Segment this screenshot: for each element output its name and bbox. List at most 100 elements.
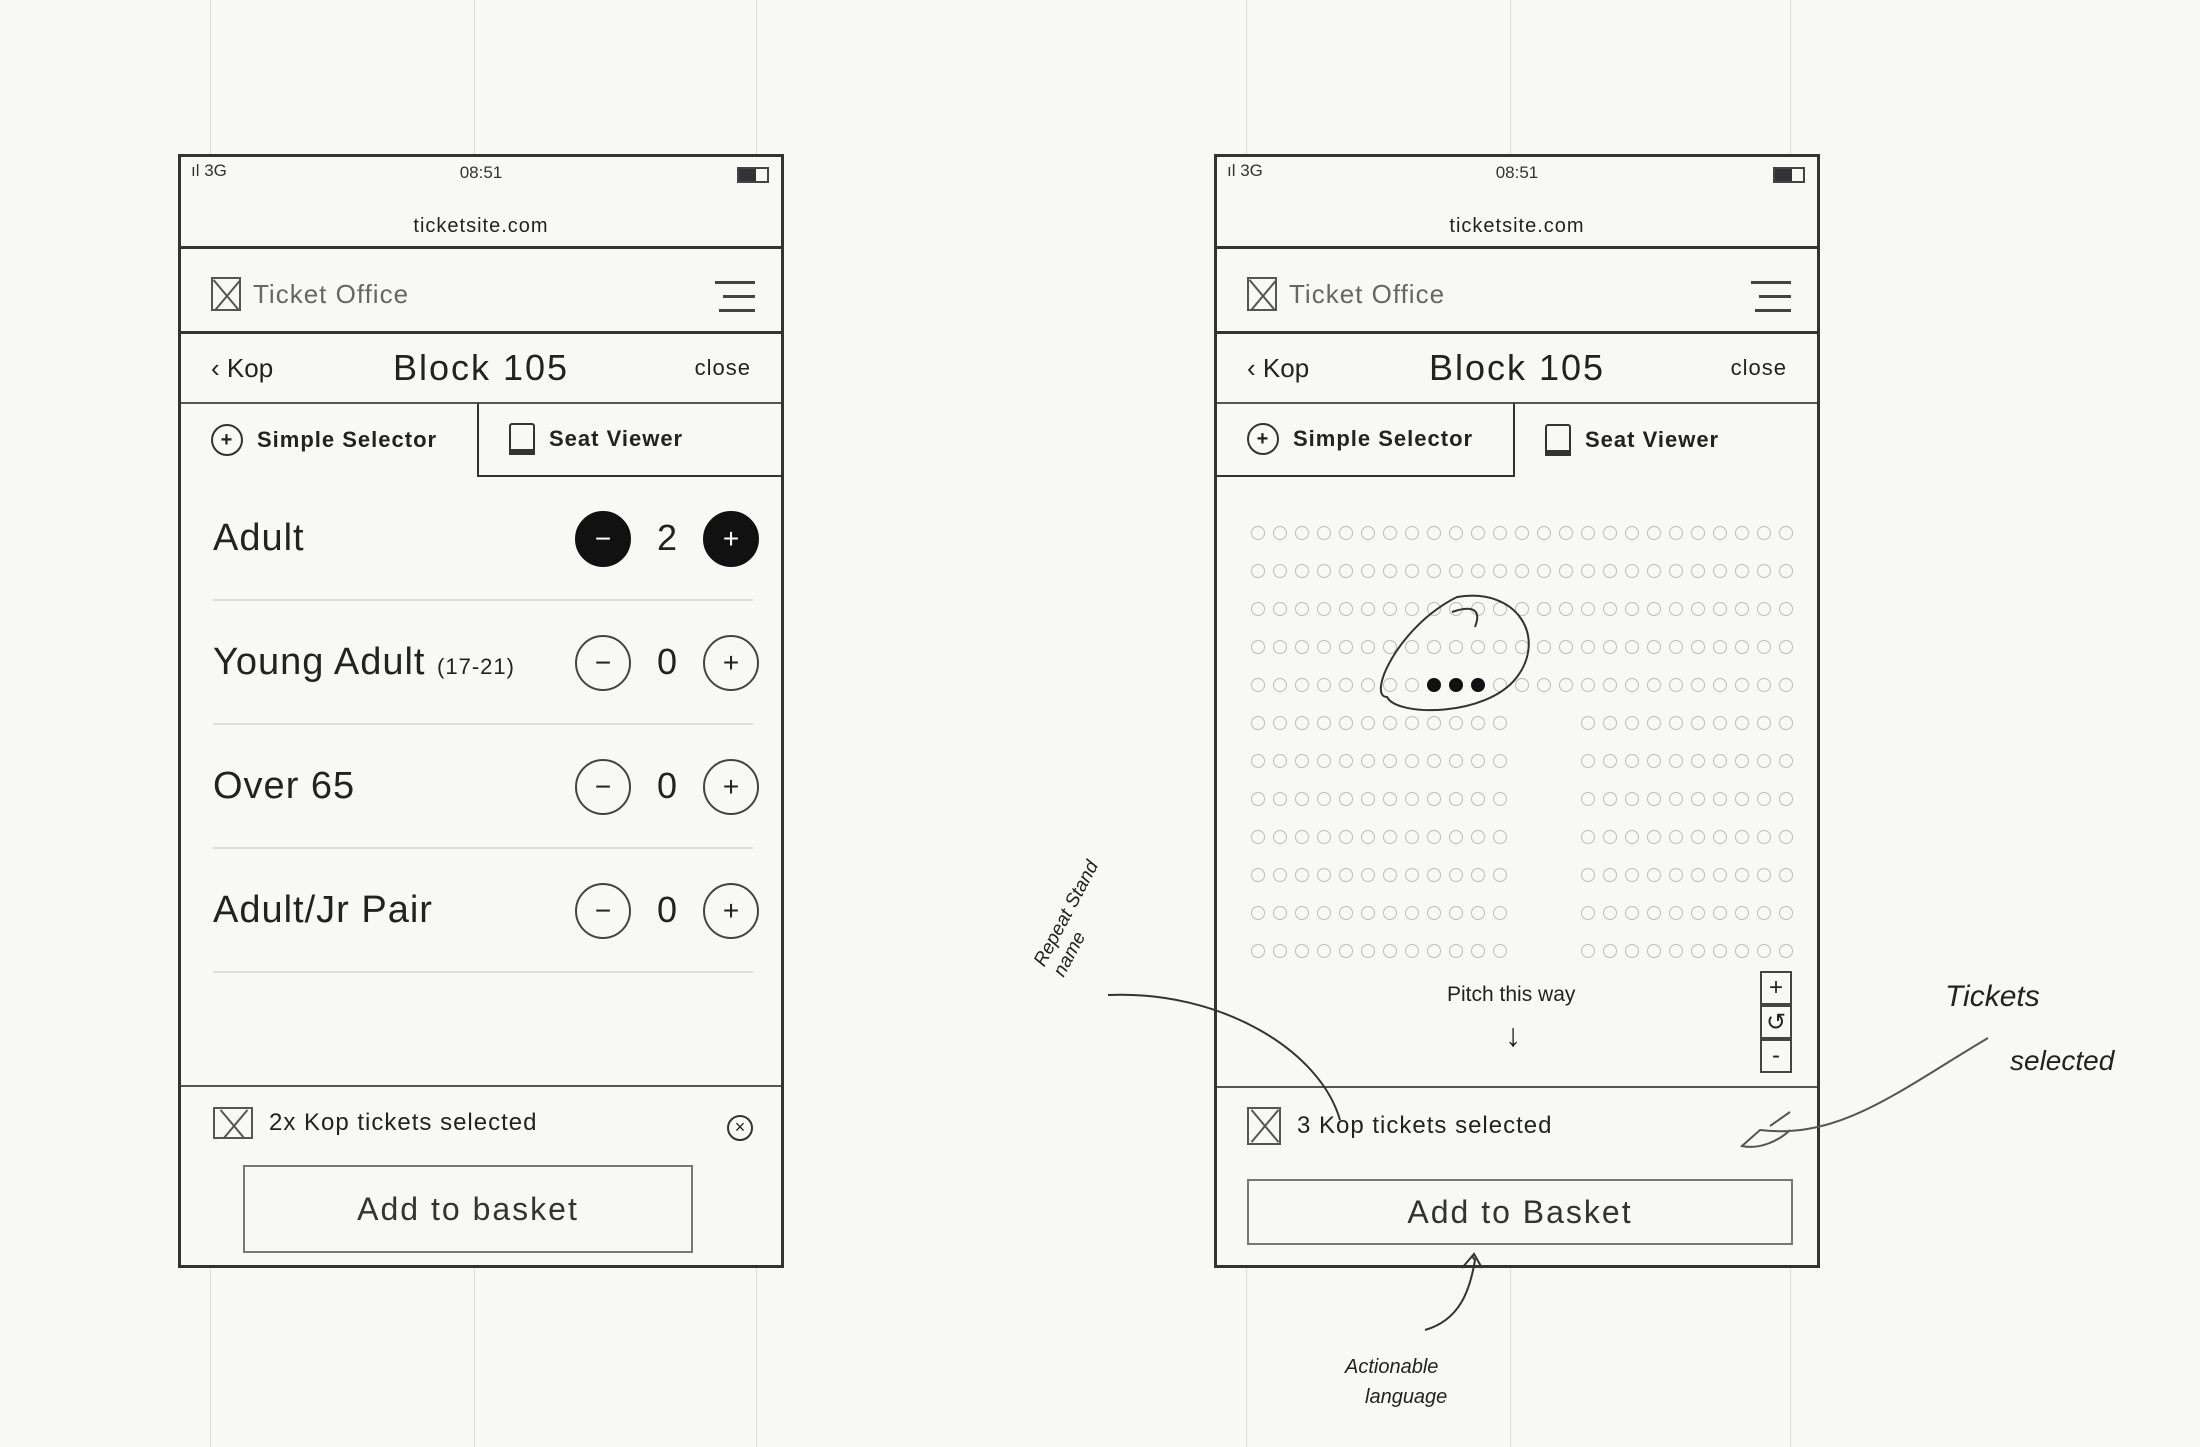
seat[interactable] <box>1669 792 1683 806</box>
seat[interactable] <box>1537 640 1551 654</box>
seat[interactable] <box>1295 564 1309 578</box>
seat[interactable] <box>1295 716 1309 730</box>
seat[interactable] <box>1779 602 1793 616</box>
tab-seat-viewer[interactable]: Seat Viewer <box>1513 403 1817 477</box>
seat[interactable] <box>1471 754 1485 768</box>
seat[interactable] <box>1251 754 1265 768</box>
seat[interactable] <box>1427 716 1441 730</box>
seat[interactable] <box>1427 564 1441 578</box>
seat[interactable] <box>1405 526 1419 540</box>
seat[interactable] <box>1647 716 1661 730</box>
seat[interactable] <box>1449 716 1463 730</box>
seat[interactable] <box>1251 868 1265 882</box>
seat[interactable] <box>1625 640 1639 654</box>
seat[interactable] <box>1493 716 1507 730</box>
seat[interactable] <box>1449 830 1463 844</box>
seat[interactable] <box>1273 906 1287 920</box>
seat[interactable] <box>1559 564 1573 578</box>
seat[interactable] <box>1647 526 1661 540</box>
seat[interactable] <box>1691 602 1705 616</box>
seat[interactable] <box>1581 792 1595 806</box>
seat[interactable] <box>1625 716 1639 730</box>
seat[interactable] <box>1383 716 1397 730</box>
increment-button[interactable]: + <box>703 883 759 939</box>
back-button[interactable]: ‹ Kop <box>211 353 274 383</box>
seat[interactable] <box>1449 564 1463 578</box>
tab-simple-selector[interactable]: +Simple Selector <box>1217 403 1513 477</box>
seat[interactable] <box>1713 944 1727 958</box>
seat[interactable] <box>1317 830 1331 844</box>
seat[interactable] <box>1295 868 1309 882</box>
seat[interactable] <box>1317 716 1331 730</box>
seat[interactable] <box>1713 792 1727 806</box>
seat[interactable] <box>1383 678 1397 692</box>
seat[interactable] <box>1647 868 1661 882</box>
seat[interactable] <box>1581 602 1595 616</box>
seat[interactable] <box>1713 716 1727 730</box>
seat[interactable] <box>1779 830 1793 844</box>
seat[interactable] <box>1669 944 1683 958</box>
seat[interactable] <box>1449 906 1463 920</box>
seat[interactable] <box>1647 754 1661 768</box>
seat[interactable] <box>1317 944 1331 958</box>
seat[interactable] <box>1427 640 1441 654</box>
seat[interactable] <box>1295 678 1309 692</box>
seat[interactable] <box>1691 830 1705 844</box>
seat[interactable] <box>1273 602 1287 616</box>
seat[interactable] <box>1779 640 1793 654</box>
seat[interactable] <box>1735 678 1749 692</box>
seat[interactable] <box>1779 944 1793 958</box>
seat[interactable] <box>1295 906 1309 920</box>
seat[interactable] <box>1361 868 1375 882</box>
seat[interactable] <box>1625 792 1639 806</box>
seat[interactable] <box>1515 526 1529 540</box>
seat[interactable] <box>1713 868 1727 882</box>
brand-logo[interactable]: Ticket Office <box>211 277 409 311</box>
seat[interactable] <box>1361 716 1375 730</box>
close-circle-icon[interactable]: × <box>727 1115 753 1141</box>
seat[interactable] <box>1735 906 1749 920</box>
seat[interactable] <box>1493 602 1507 616</box>
seat[interactable] <box>1449 640 1463 654</box>
add-to-basket-button[interactable]: Add to Basket <box>1247 1179 1793 1245</box>
seat[interactable] <box>1647 792 1661 806</box>
seat[interactable] <box>1405 944 1419 958</box>
seat[interactable] <box>1537 564 1551 578</box>
seat[interactable] <box>1295 526 1309 540</box>
seat[interactable] <box>1493 640 1507 654</box>
seat[interactable] <box>1427 944 1441 958</box>
seat[interactable] <box>1449 526 1463 540</box>
seat[interactable] <box>1251 944 1265 958</box>
seat[interactable] <box>1251 716 1265 730</box>
seat[interactable] <box>1691 716 1705 730</box>
seat[interactable] <box>1625 906 1639 920</box>
seat-selected[interactable] <box>1449 678 1463 692</box>
seat[interactable] <box>1647 602 1661 616</box>
seat[interactable] <box>1691 944 1705 958</box>
hamburger-menu-icon[interactable] <box>1751 281 1791 323</box>
url-bar[interactable]: ticketsite.com <box>413 215 549 237</box>
seat[interactable] <box>1735 830 1749 844</box>
seat[interactable] <box>1251 792 1265 806</box>
seat[interactable] <box>1625 678 1639 692</box>
seat[interactable] <box>1273 716 1287 730</box>
seat[interactable] <box>1735 792 1749 806</box>
seat[interactable] <box>1515 564 1529 578</box>
seat[interactable] <box>1405 640 1419 654</box>
seat[interactable] <box>1339 830 1353 844</box>
seat[interactable] <box>1757 754 1771 768</box>
seat[interactable] <box>1251 830 1265 844</box>
seat[interactable] <box>1361 678 1375 692</box>
close-button[interactable]: close <box>1730 355 1787 380</box>
seat[interactable] <box>1625 868 1639 882</box>
seat[interactable] <box>1515 678 1529 692</box>
decrement-button[interactable]: − <box>575 759 631 815</box>
zoom-out-button[interactable]: - <box>1760 1039 1792 1073</box>
seat[interactable] <box>1647 564 1661 578</box>
seat[interactable] <box>1273 678 1287 692</box>
add-to-basket-button[interactable]: Add to basket <box>243 1165 693 1253</box>
seat[interactable] <box>1493 526 1507 540</box>
tab-seat-viewer[interactable]: Seat Viewer <box>477 403 781 477</box>
seat[interactable] <box>1581 640 1595 654</box>
seat[interactable] <box>1779 754 1793 768</box>
